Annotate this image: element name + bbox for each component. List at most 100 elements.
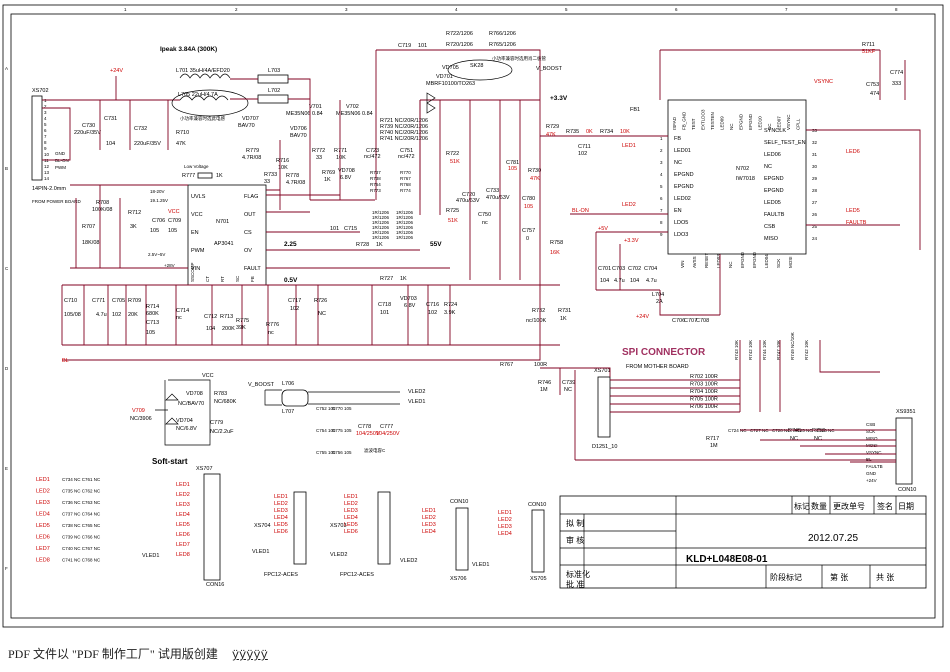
c712-label: C712	[204, 314, 217, 320]
iw7018-pin-right-num: 31	[812, 152, 818, 157]
vled1-a: VLED1	[142, 553, 159, 559]
iw7018-pin-top: LED09	[720, 116, 725, 130]
c750-value: nc	[482, 220, 488, 226]
gnd-label-0: GND	[55, 151, 66, 156]
xs702-pin: 4	[44, 116, 47, 121]
iw7018-pin-left: LDO3	[674, 232, 688, 238]
r726-value: NC	[318, 311, 326, 317]
sense-resistor-right: 1R/1206	[396, 235, 414, 240]
c751-label: C751	[400, 148, 413, 154]
r746-label: R746	[538, 380, 551, 386]
ruler-2: 2	[235, 7, 238, 12]
led5-iw: LED5	[846, 208, 860, 214]
softstart-title: Soft-start	[152, 457, 188, 466]
c778-value: 104/250V	[356, 431, 380, 437]
r726-label: R726	[314, 298, 327, 304]
r758-value: 16K	[550, 250, 560, 256]
r746-value: 1M	[540, 387, 548, 393]
xs701-ref: XS701	[594, 368, 611, 374]
ldo-caps: C701 104 C703 4.7u C702 104 C704 4.7u L7…	[596, 254, 721, 324]
c777-label: C777	[380, 424, 393, 430]
led-row-caps: C734 NC C761 NC	[62, 477, 101, 482]
tb-row-2: 标准化	[566, 569, 590, 579]
c751-value: nc/472	[398, 154, 415, 160]
xs9351-pin: +24V	[866, 478, 877, 483]
c704-label: C704	[644, 266, 657, 272]
iw7018-pin-top: VSYNC	[786, 114, 791, 130]
r713-value: 200K	[222, 326, 235, 332]
xs9351-con: CON10	[898, 487, 916, 493]
con16-label: CON16	[206, 582, 224, 588]
c717-value: 102	[290, 306, 299, 312]
c706-label: C706	[152, 218, 165, 224]
fb1-label: FB1	[630, 107, 640, 113]
xs702-pin: 3	[44, 110, 47, 115]
r772-value: 33	[316, 155, 322, 161]
c701-label: C701	[598, 266, 611, 272]
led-row-caps: C735 NC C762 NC	[62, 489, 101, 494]
c739-value: NC	[564, 387, 572, 393]
r766-label: R766/1206	[489, 31, 516, 37]
vd703-value: 6.8V	[404, 303, 416, 309]
r732-value: nc/100K	[526, 318, 547, 324]
r771-value: 10K	[336, 155, 346, 161]
r731-label: R731	[558, 308, 571, 314]
xs701-part: D1251_10	[592, 444, 617, 450]
spi-sub: FROM MOTHER BOARD	[626, 364, 689, 370]
c701-value: 104	[600, 278, 609, 284]
tb-stage: 阶段标记	[770, 572, 802, 582]
r712-label: R712	[128, 210, 141, 216]
tb-row-3: 批 准	[566, 579, 584, 589]
led-row-caps: C740 NC C767 NC	[62, 546, 101, 551]
spi-series-resistor: R703 100R	[690, 382, 718, 388]
r714-value: 680K	[146, 311, 159, 317]
soft-start: VCC VD708 NC/BAV70 VD704 NC/6.8V R783 NC…	[130, 373, 237, 466]
r722-label: R722	[446, 151, 459, 157]
l705-outline	[171, 89, 249, 117]
sense-resistor-right: 1R/1206	[396, 210, 414, 215]
iw7018-pin-left-num: 3	[660, 160, 663, 165]
r725-label: R725	[446, 208, 459, 214]
vled1-c: VLED1	[472, 562, 489, 568]
c750-label: C750	[478, 212, 491, 218]
xs705-ref: XS705	[530, 576, 547, 582]
xs9351-pin: SCK	[866, 429, 875, 434]
xs704-led: LED2	[274, 501, 288, 507]
c720-label: C720	[462, 192, 475, 198]
r769-value: 1K	[324, 177, 331, 183]
v-boost-top: V_BOOST	[536, 66, 563, 72]
xs707-led: LED3	[176, 502, 190, 508]
r708-label: R708	[96, 200, 109, 206]
r711-value: 51KF	[862, 49, 876, 55]
c716-value: 102	[428, 310, 437, 316]
xs704-led: LED1	[274, 494, 288, 500]
c739-label: C739	[562, 380, 575, 386]
side-ruler: A B C D E F	[5, 66, 9, 571]
iw7018-pin-bottom: EPGND	[752, 251, 757, 268]
spi-cap: C724 NC	[728, 428, 747, 433]
led-row-net: LED2	[36, 489, 50, 495]
footer-link[interactable]: ÿÿÿÿÿ	[231, 648, 268, 662]
pwm-note: 2.5V~5V	[148, 252, 165, 257]
ap3041-pin-bottom: CT	[205, 276, 210, 282]
led-connectors: LED1 C734 NC C761 NC LED2 C735 NC C762 NC LE…	[36, 466, 547, 588]
led-row-net: LED6	[36, 535, 50, 541]
v702-label: V702	[346, 104, 359, 110]
l702-label: L702	[268, 88, 280, 94]
xs702-pin: 12	[44, 164, 50, 169]
c777-value: 104/250V	[376, 431, 400, 437]
v28-label: +28V	[164, 263, 175, 268]
r712-value: 3K	[130, 224, 137, 230]
voltage-55: 55V	[430, 241, 442, 248]
sense-resistor-left: 1R/1206	[372, 215, 390, 220]
xs702-pin: 5	[44, 122, 47, 127]
l701-label: L701 35uH/4A/EFD20	[176, 68, 230, 74]
iw7018-pin-left: LDO5	[674, 220, 688, 226]
xs705-led: LED3	[498, 524, 512, 530]
ap3041-ref: N701	[216, 219, 229, 225]
r732-label: R732	[532, 308, 545, 314]
ruler-8: 8	[895, 7, 898, 12]
gnd-label-2: PWM	[55, 165, 66, 170]
c757-value: 0	[526, 236, 529, 242]
